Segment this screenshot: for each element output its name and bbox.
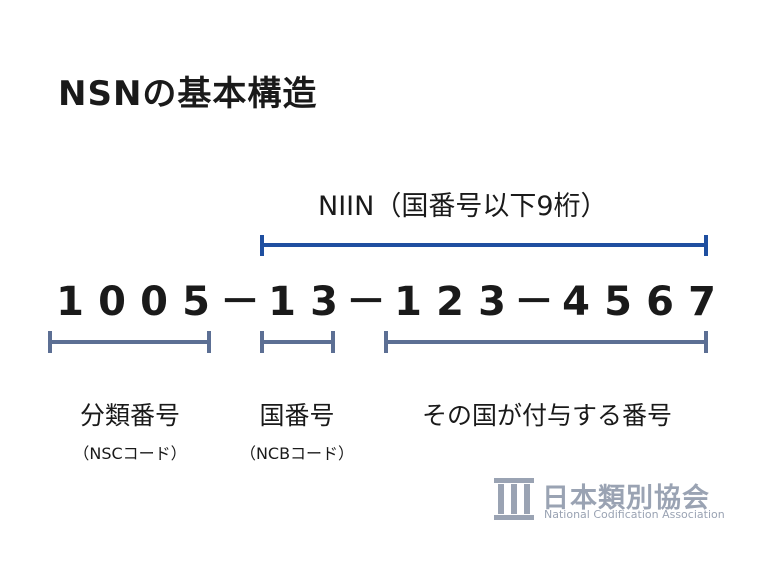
logo-subname: National Codification Association [544, 508, 725, 521]
niin-label: NIIN（国番号以下9桁） [318, 191, 608, 222]
group-brackets [48, 331, 708, 353]
logo-name: 日本類別協会 [542, 483, 710, 514]
logo-mark-icon [494, 478, 534, 520]
nsn-digit: 2 [436, 279, 464, 325]
nsn-digit: 6 [646, 279, 674, 325]
nsn-digit: 4 [562, 279, 590, 325]
ncb-label: 国番号 [259, 401, 335, 430]
nsn-separator: － [220, 279, 260, 325]
nsc-label: 分類番号 [79, 401, 180, 430]
nsn-digit: 0 [98, 279, 126, 325]
nsn-digit: 1 [394, 279, 422, 325]
nsn-digit: 3 [310, 279, 338, 325]
nsn-separator: － [514, 279, 554, 325]
nsn-digit: 3 [478, 279, 506, 325]
nsn-digit: 0 [140, 279, 168, 325]
nsn-digit: 1 [268, 279, 296, 325]
nsn-digit: 5 [182, 279, 210, 325]
nsn-digit: 1 [56, 279, 84, 325]
nsn-separator: － [346, 279, 386, 325]
page-title: NSNの基本構造 [58, 74, 318, 114]
ncb-sublabel: （NCBコード） [239, 444, 355, 463]
nsn-digit: 7 [688, 279, 716, 325]
nsn-number: 1 0 0 5 － 1 3 － 1 2 3 － 4 5 6 7 [40, 272, 730, 332]
niin-bracket-lines [260, 235, 708, 256]
nsn-digit: 5 [604, 279, 632, 325]
nsc-bracket [48, 331, 211, 353]
nsc-sublabel: （NSCコード） [73, 444, 187, 463]
association-logo: 日本類別協会 National Codification Association [492, 474, 725, 524]
ncb-bracket [260, 331, 335, 353]
country-number-label: その国が付与する番号 [421, 401, 672, 430]
country-number-bracket [384, 331, 708, 353]
